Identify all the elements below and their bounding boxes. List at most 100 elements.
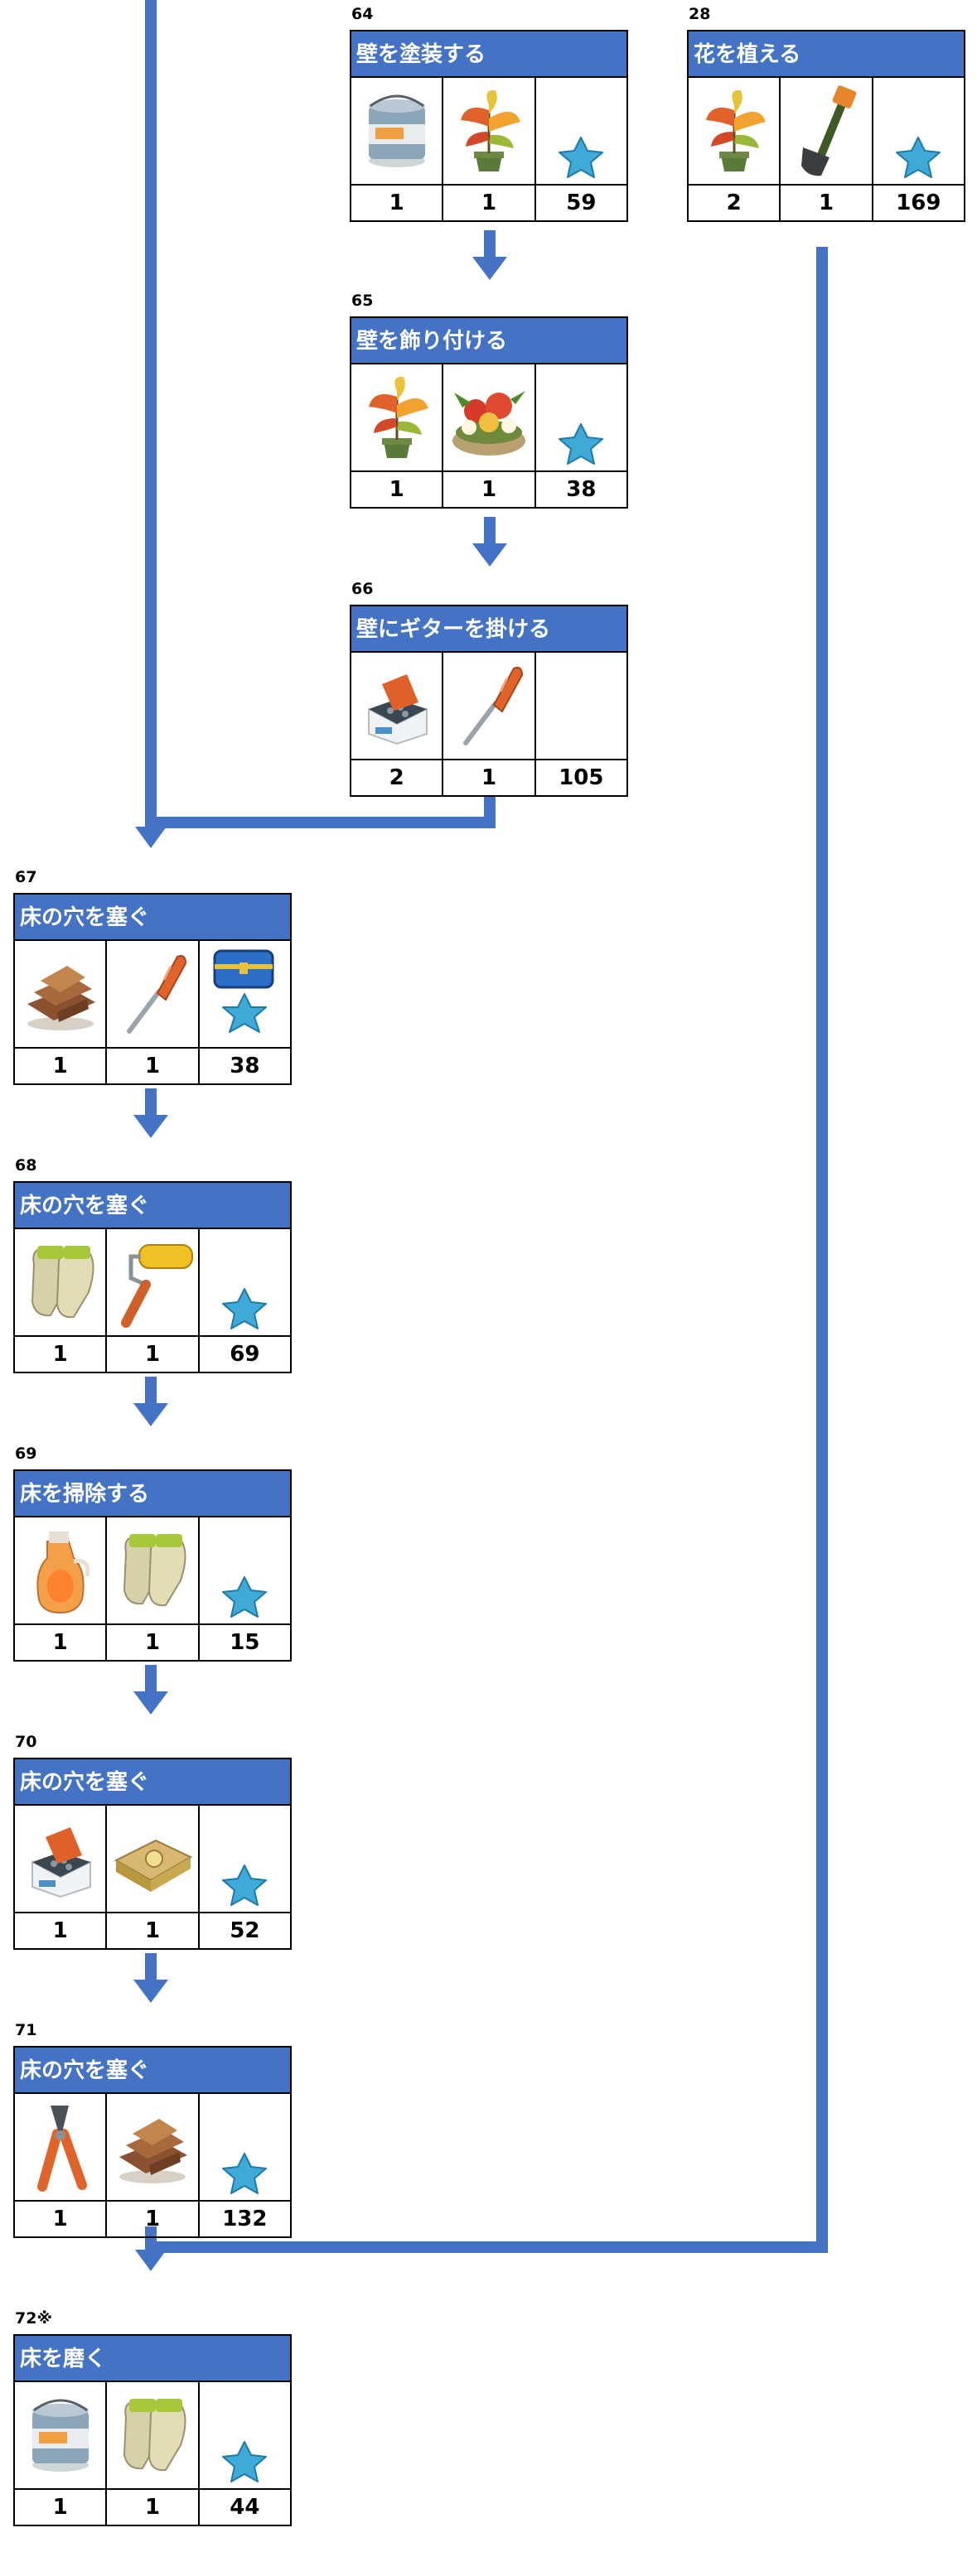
item-icon-cell <box>15 939 108 1047</box>
item-quantity: 1 <box>443 470 536 509</box>
blue-star-icon <box>559 137 604 178</box>
pliers-icon <box>36 2106 87 2192</box>
item-icon-cell <box>15 1804 108 1912</box>
nails-box-icon <box>31 1827 91 1898</box>
item-quantity: 105 <box>535 759 628 797</box>
item-quantity: 1 <box>15 1623 108 1662</box>
item-quantity: 1 <box>15 1335 108 1373</box>
task-number: 66 <box>351 580 374 598</box>
item-quantity: 1 <box>107 1335 200 1373</box>
arrow-67-to-68 <box>133 1088 168 1138</box>
task-number: 71 <box>15 2021 37 2039</box>
task-number: 67 <box>15 868 37 886</box>
item-icon-cell <box>199 1804 292 1912</box>
arrow-down-to-67 <box>135 827 167 848</box>
task-title: 壁を塗装する <box>350 30 628 76</box>
item-icon-cell <box>107 1516 200 1623</box>
item-quantity: 1 <box>107 1623 200 1662</box>
task-number: 69 <box>15 1445 37 1463</box>
item-icon-cell <box>15 1228 108 1335</box>
item-icon-cell <box>107 2092 200 2200</box>
item-quantity: 1 <box>443 184 536 222</box>
task-number: 72※ <box>15 2309 52 2328</box>
item-icon-cell <box>199 2381 292 2488</box>
blue-star-icon <box>222 1576 268 1618</box>
wood-planks-icon <box>27 966 95 1030</box>
item-quantity: 1 <box>107 2488 200 2526</box>
blue-star-icon <box>222 1864 268 1906</box>
arrow-down-to-72 <box>135 2250 167 2271</box>
potted-plant-icon <box>368 376 428 458</box>
task-title: 壁にギターを掛ける <box>350 605 628 651</box>
item-quantity: 1 <box>15 2488 108 2526</box>
arrow-64-to-65 <box>472 230 507 280</box>
item-quantity: 1 <box>107 1912 200 1950</box>
item-icon-cell <box>535 651 628 759</box>
item-icon-cell <box>873 76 965 184</box>
item-icon-cell <box>351 363 444 470</box>
task-title: 花を植える <box>687 30 965 76</box>
item-icon-cell <box>107 1228 200 1335</box>
arrow-68-to-69 <box>133 1377 168 1426</box>
item-icon-cell <box>199 2092 292 2200</box>
item-quantity: 1 <box>107 1047 200 1085</box>
connector-28-horizontal <box>145 2241 828 2253</box>
task-title: 床を磨く <box>13 2334 292 2381</box>
shovel-icon <box>800 85 857 176</box>
item-quantity: 132 <box>199 2200 292 2238</box>
item-quantity: 15 <box>199 1623 292 1662</box>
item-icon-cell <box>535 363 628 470</box>
item-icon-cell <box>351 651 444 759</box>
connector-28-vertical <box>816 247 828 2253</box>
item-quantity: 1 <box>15 2200 108 2238</box>
wood-planks-icon <box>118 2119 187 2183</box>
screwdriver-icon <box>126 955 186 1034</box>
item-quantity: 2 <box>689 184 781 222</box>
item-quantity: 38 <box>199 1047 292 1085</box>
task-number: 64 <box>351 5 374 23</box>
item-icon-cell <box>15 2092 108 2200</box>
item-icon-cell <box>443 76 536 184</box>
task-title: 壁を飾り付ける <box>350 316 628 363</box>
item-icon-cell <box>15 2381 108 2488</box>
connector-left-vertical <box>145 0 157 832</box>
item-quantity: 52 <box>199 1912 292 1950</box>
flower-basket-icon <box>452 391 525 456</box>
task-title: 床の穴を塞ぐ <box>13 1181 292 1228</box>
item-icon-cell <box>199 939 292 1047</box>
item-quantity: 2 <box>351 759 444 797</box>
item-icon-cell <box>443 363 536 470</box>
task-title: 床の穴を塞ぐ <box>13 1758 292 1804</box>
connector-66-horizontal <box>145 817 496 828</box>
item-icon-cell <box>689 76 781 184</box>
item-quantity: 69 <box>199 1335 292 1373</box>
paint-roller-icon <box>120 1244 193 1328</box>
blue-star-icon <box>222 2441 268 2482</box>
blue-star-icon <box>222 2153 268 2194</box>
item-quantity: 38 <box>535 470 628 509</box>
item-icon-cell <box>107 939 200 1047</box>
paint-can-icon <box>368 94 425 167</box>
task-number: 70 <box>15 1733 37 1751</box>
item-icon-cell <box>107 2381 200 2488</box>
task-number: 28 <box>689 5 711 23</box>
item-quantity: 1 <box>15 1047 108 1085</box>
item-quantity: 1 <box>351 470 444 509</box>
item-quantity: 1 <box>443 759 536 797</box>
item-icon-cell <box>199 1516 292 1623</box>
